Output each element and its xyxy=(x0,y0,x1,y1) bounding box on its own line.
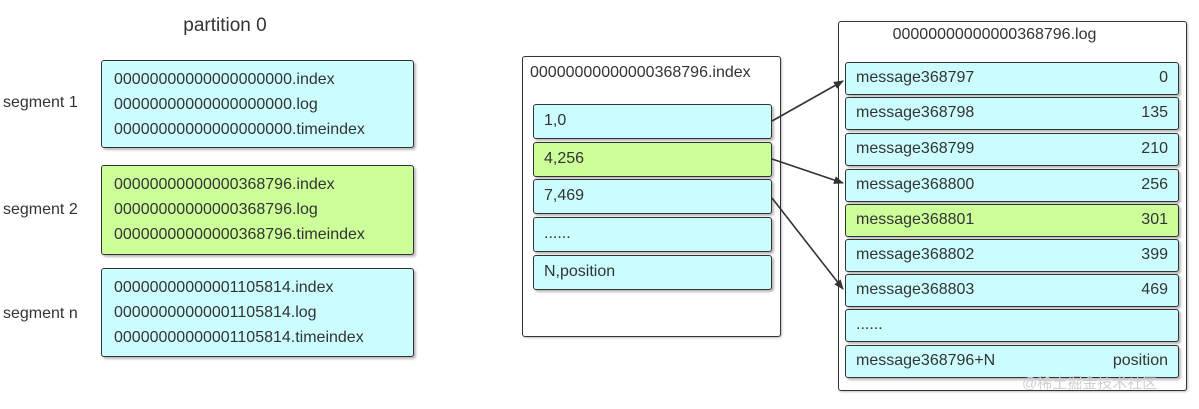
log-entry: message368796+N position xyxy=(845,345,1179,378)
partition-title: partition 0 xyxy=(183,15,267,36)
log-entry: message368799 210 xyxy=(845,133,1179,166)
index-entry: N,position xyxy=(533,255,772,290)
log-entry: message368800 256 xyxy=(845,169,1179,202)
index-entry: 1,0 xyxy=(533,104,772,139)
log-message: message368801 xyxy=(856,211,975,228)
log-position: 135 xyxy=(1141,104,1168,121)
segment-box-1: 00000000000000000000.index 0000000000000… xyxy=(101,60,414,148)
log-entry-highlighted: message368801 301 xyxy=(845,204,1179,237)
log-position: 256 xyxy=(1141,176,1168,193)
segment-file-index: 00000000000000368796.index xyxy=(114,176,335,193)
index-entry: 7,469 xyxy=(533,179,772,214)
index-file-title: 00000000000000368796.index xyxy=(530,64,751,81)
log-message: message368803 xyxy=(856,281,975,298)
log-file-title: 00000000000000368796.log xyxy=(892,26,1097,43)
segment-label-1: segment 1 xyxy=(3,94,78,111)
segment-file-timeindex: 00000000000000000000.timeindex xyxy=(114,121,365,138)
log-message: message368798 xyxy=(856,104,975,121)
log-message: message368796+N xyxy=(856,352,996,369)
log-position: 210 xyxy=(1141,140,1168,157)
segment-box-2: 00000000000000368796.index 0000000000000… xyxy=(101,165,414,255)
log-entry: message368797 0 xyxy=(845,62,1179,95)
segment-file-index: 00000000000000000000.index xyxy=(114,71,335,88)
segment-file-timeindex: 00000000000000368796.timeindex xyxy=(114,226,365,243)
segment-file-log: 00000000000001105814.log xyxy=(114,304,317,321)
log-position: 301 xyxy=(1141,211,1168,228)
watermark: @稀土掘金技术社区 xyxy=(1022,375,1158,392)
log-position: 399 xyxy=(1141,246,1168,263)
log-position: position xyxy=(1112,352,1168,369)
index-entry-ellipsis: ...... xyxy=(533,217,772,252)
log-position: 0 xyxy=(1159,69,1168,86)
segment-label-n: segment n xyxy=(3,305,78,322)
segment-file-index: 00000000000001105814.index xyxy=(114,279,334,296)
segment-file-log: 00000000000000368796.log xyxy=(114,201,318,218)
log-entry: message368802 399 xyxy=(845,239,1179,272)
log-message: message368800 xyxy=(856,176,975,193)
log-message: ...... xyxy=(856,316,883,333)
arrow-4-256-to-message368800 xyxy=(771,158,844,184)
log-entry: message368798 135 xyxy=(845,97,1179,130)
log-position: 469 xyxy=(1141,281,1168,298)
log-message: message368799 xyxy=(856,140,975,157)
segment-file-log: 00000000000000000000.log xyxy=(114,96,318,113)
log-entry-ellipsis: ...... xyxy=(845,309,1179,342)
arrow-7-469-to-message368803 xyxy=(771,197,844,290)
log-entry: message368803 469 xyxy=(845,274,1179,307)
segment-file-timeindex: 00000000000001105814.timeindex xyxy=(114,329,364,346)
arrow-1-0-to-message368797 xyxy=(771,80,844,122)
segment-label-2: segment 2 xyxy=(3,201,78,218)
log-message: message368802 xyxy=(856,246,975,263)
index-entry-highlighted: 4,256 xyxy=(533,142,772,177)
segment-box-n: 00000000000001105814.index 0000000000000… xyxy=(101,268,414,357)
log-message: message368797 xyxy=(856,69,975,86)
